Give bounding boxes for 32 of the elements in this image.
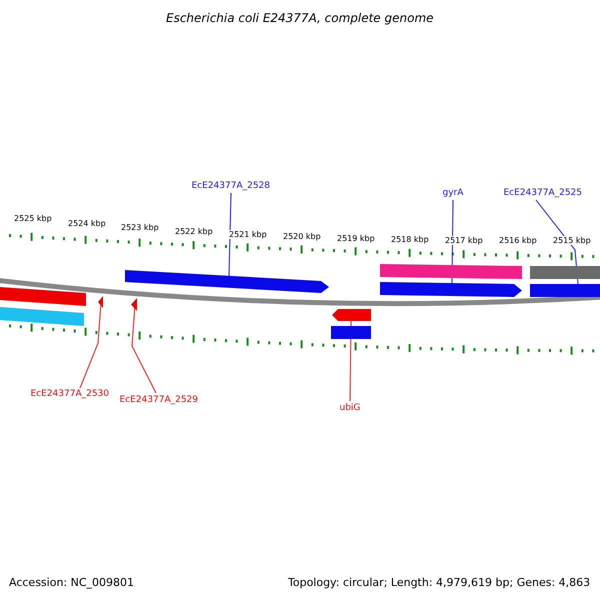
gene-feature (0, 307, 84, 326)
tick-label: 2525 kbp (14, 214, 52, 222)
gene-feature (530, 284, 600, 297)
tick-label: 2519 kbp (337, 234, 375, 242)
tick-label: 2517 kbp (445, 236, 483, 244)
tick-label: 2518 kbp (391, 234, 429, 244)
gene-label: gyrA (442, 188, 464, 198)
genome-info-note: Topology: circular; Length: 4,979,619 bp; Genes: 4,863 (288, 576, 590, 588)
gene-feature (530, 266, 600, 279)
gene-label: EcE24377A_2528 (192, 181, 270, 191)
gene-feature (131, 298, 137, 311)
gene-feature (332, 309, 371, 321)
gene-label: EcE24377A_2529 (120, 395, 198, 405)
leader-line (228, 192, 232, 276)
accession-note: Accession: NC_009801 (9, 576, 134, 588)
gene-label: EcE24377A_2525 (504, 188, 582, 198)
title: Escherichia coli E24377A, complete genome (166, 11, 434, 25)
gene-feature (380, 264, 522, 279)
tick-label: 2516 kbp (499, 236, 537, 244)
gene-label: ubiG (340, 403, 360, 413)
tick-label: 2520 kbp (283, 232, 321, 240)
tick-label: 2522 kbp (175, 226, 213, 236)
tick-label: 2515 kbp (553, 236, 591, 244)
tick-label: 2524 kbp (68, 218, 106, 228)
tick-label: 2521 kbp (229, 230, 267, 238)
gene-feature (380, 282, 522, 297)
gene-label: EcE24377A_2530 (30, 389, 110, 399)
gene-feature (98, 296, 103, 308)
gene-feature (331, 326, 371, 339)
gene-feature (125, 270, 329, 293)
tick-label: 2523 kbp (121, 222, 159, 232)
gene-feature (0, 287, 86, 306)
